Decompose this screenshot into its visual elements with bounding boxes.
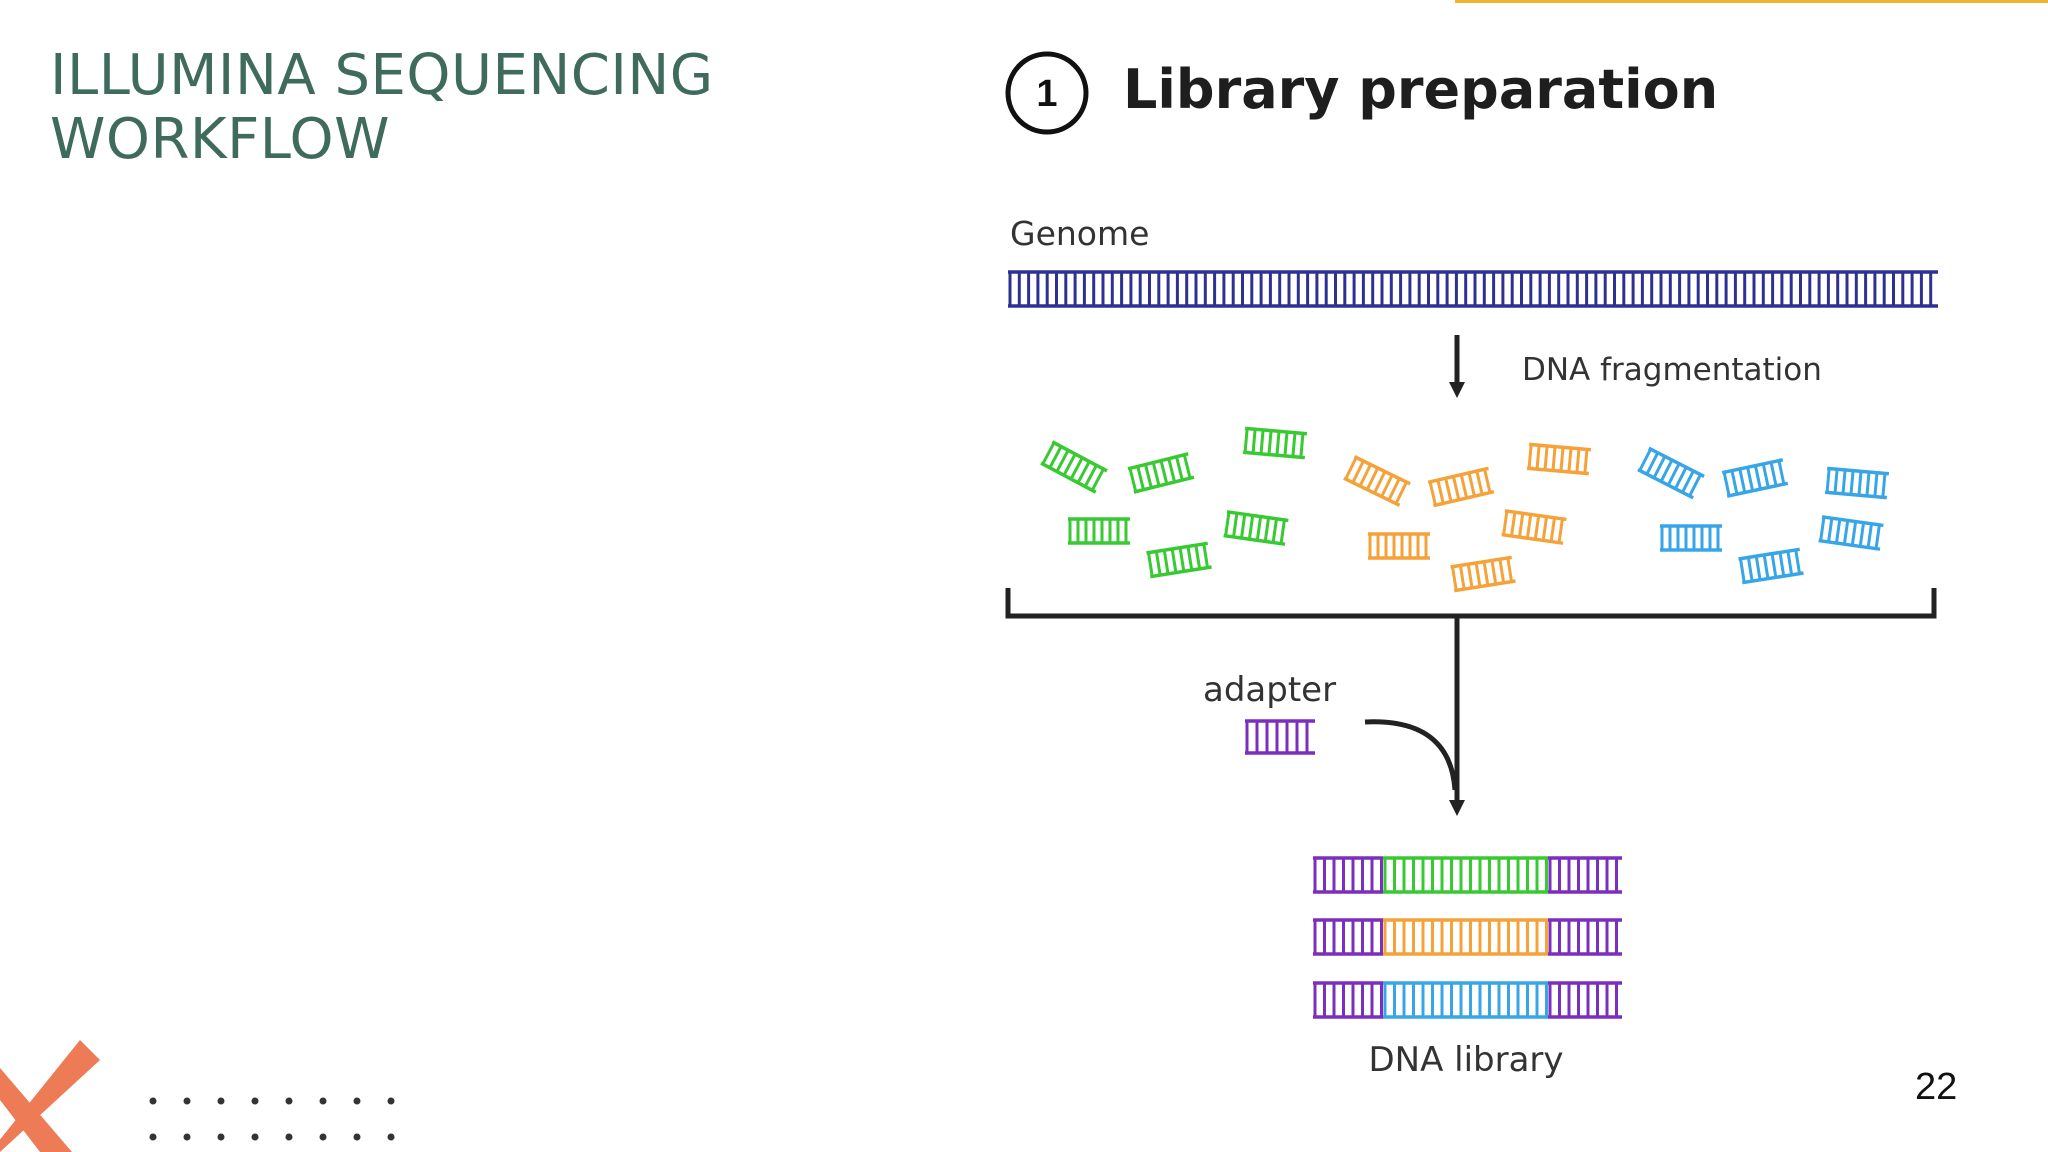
fragments-bracket bbox=[1005, 588, 1937, 619]
library-adapter-left bbox=[1313, 918, 1383, 956]
decorative-dot bbox=[387, 1133, 395, 1141]
fragmentation-label: DNA fragmentation bbox=[1522, 352, 1822, 388]
step-header: 1 Library preparation bbox=[1005, 51, 1718, 135]
dna-fragment bbox=[1040, 440, 1108, 494]
dna-library bbox=[1313, 856, 1622, 1019]
decorative-dot bbox=[285, 1097, 293, 1105]
dna-fragment bbox=[1738, 547, 1804, 585]
adapter-ladder bbox=[1245, 719, 1315, 755]
dna-fragment bbox=[1637, 446, 1705, 500]
decorative-dot bbox=[319, 1097, 327, 1105]
genome-label: Genome bbox=[1010, 214, 1149, 253]
library-adapter-left bbox=[1313, 856, 1383, 894]
decorative-dots bbox=[149, 1097, 395, 1141]
decorative-dot bbox=[149, 1097, 157, 1105]
library-adapter-right bbox=[1548, 918, 1622, 956]
library-insert bbox=[1383, 918, 1548, 956]
adapter-molecule bbox=[1245, 719, 1315, 755]
dna-fragment bbox=[1427, 466, 1495, 508]
library-adapter-right bbox=[1548, 981, 1622, 1019]
decorative-dot bbox=[251, 1133, 259, 1141]
dna-fragment bbox=[1824, 466, 1890, 500]
decorative-corner bbox=[0, 1040, 395, 1152]
slide-title-line-2: WORKFLOW bbox=[50, 107, 390, 172]
dna-fragment bbox=[1660, 524, 1722, 552]
dna-fragment bbox=[1127, 452, 1195, 494]
dna-fragment bbox=[1242, 426, 1308, 460]
slide-title-line-1: ILLUMINA SEQUENCING bbox=[50, 43, 714, 108]
page-number: 22 bbox=[1915, 1066, 1958, 1108]
dna-fragment bbox=[1368, 532, 1430, 560]
library-label: DNA library bbox=[1368, 1040, 1563, 1080]
dna-fragment bbox=[1146, 541, 1212, 579]
adapter-label: adapter bbox=[1203, 670, 1336, 710]
dna-fragments bbox=[1040, 426, 1890, 593]
decorative-dot bbox=[353, 1097, 361, 1105]
library-adapter-right bbox=[1548, 856, 1622, 894]
library-insert bbox=[1383, 856, 1548, 894]
orange-x-mark-icon bbox=[0, 1040, 100, 1152]
decorative-dot bbox=[387, 1097, 395, 1105]
decorative-dot bbox=[217, 1133, 225, 1141]
dna-fragment bbox=[1526, 442, 1592, 476]
dna-fragment bbox=[1721, 458, 1789, 498]
decorative-dot bbox=[183, 1133, 191, 1141]
adapter-join-arrow bbox=[1364, 719, 1458, 791]
dna-fragment bbox=[1223, 510, 1289, 546]
decorative-dot bbox=[183, 1097, 191, 1105]
decorative-dot bbox=[251, 1097, 259, 1105]
decorative-dot bbox=[217, 1097, 225, 1105]
dna-fragment bbox=[1818, 515, 1884, 551]
library-adapter-left bbox=[1313, 981, 1383, 1019]
step-number-circle bbox=[1005, 51, 1089, 135]
genome-ladder bbox=[1008, 270, 1938, 308]
dna-fragment bbox=[1068, 517, 1130, 545]
top-accent-bar bbox=[1455, 0, 2048, 3]
slide-title: ILLUMINA SEQUENCING WORKFLOW bbox=[50, 44, 714, 172]
decorative-dot bbox=[353, 1133, 361, 1141]
dna-fragment bbox=[1501, 509, 1567, 545]
step-number: 1 bbox=[1036, 73, 1057, 115]
library-insert bbox=[1383, 981, 1548, 1019]
decorative-dot bbox=[285, 1133, 293, 1141]
step-title: Library preparation bbox=[1123, 58, 1718, 121]
decorative-dot bbox=[319, 1133, 327, 1141]
dna-fragment bbox=[1343, 455, 1411, 507]
genome-strand bbox=[1008, 270, 1938, 308]
decorative-dot bbox=[149, 1133, 157, 1141]
dna-fragment bbox=[1450, 555, 1516, 593]
